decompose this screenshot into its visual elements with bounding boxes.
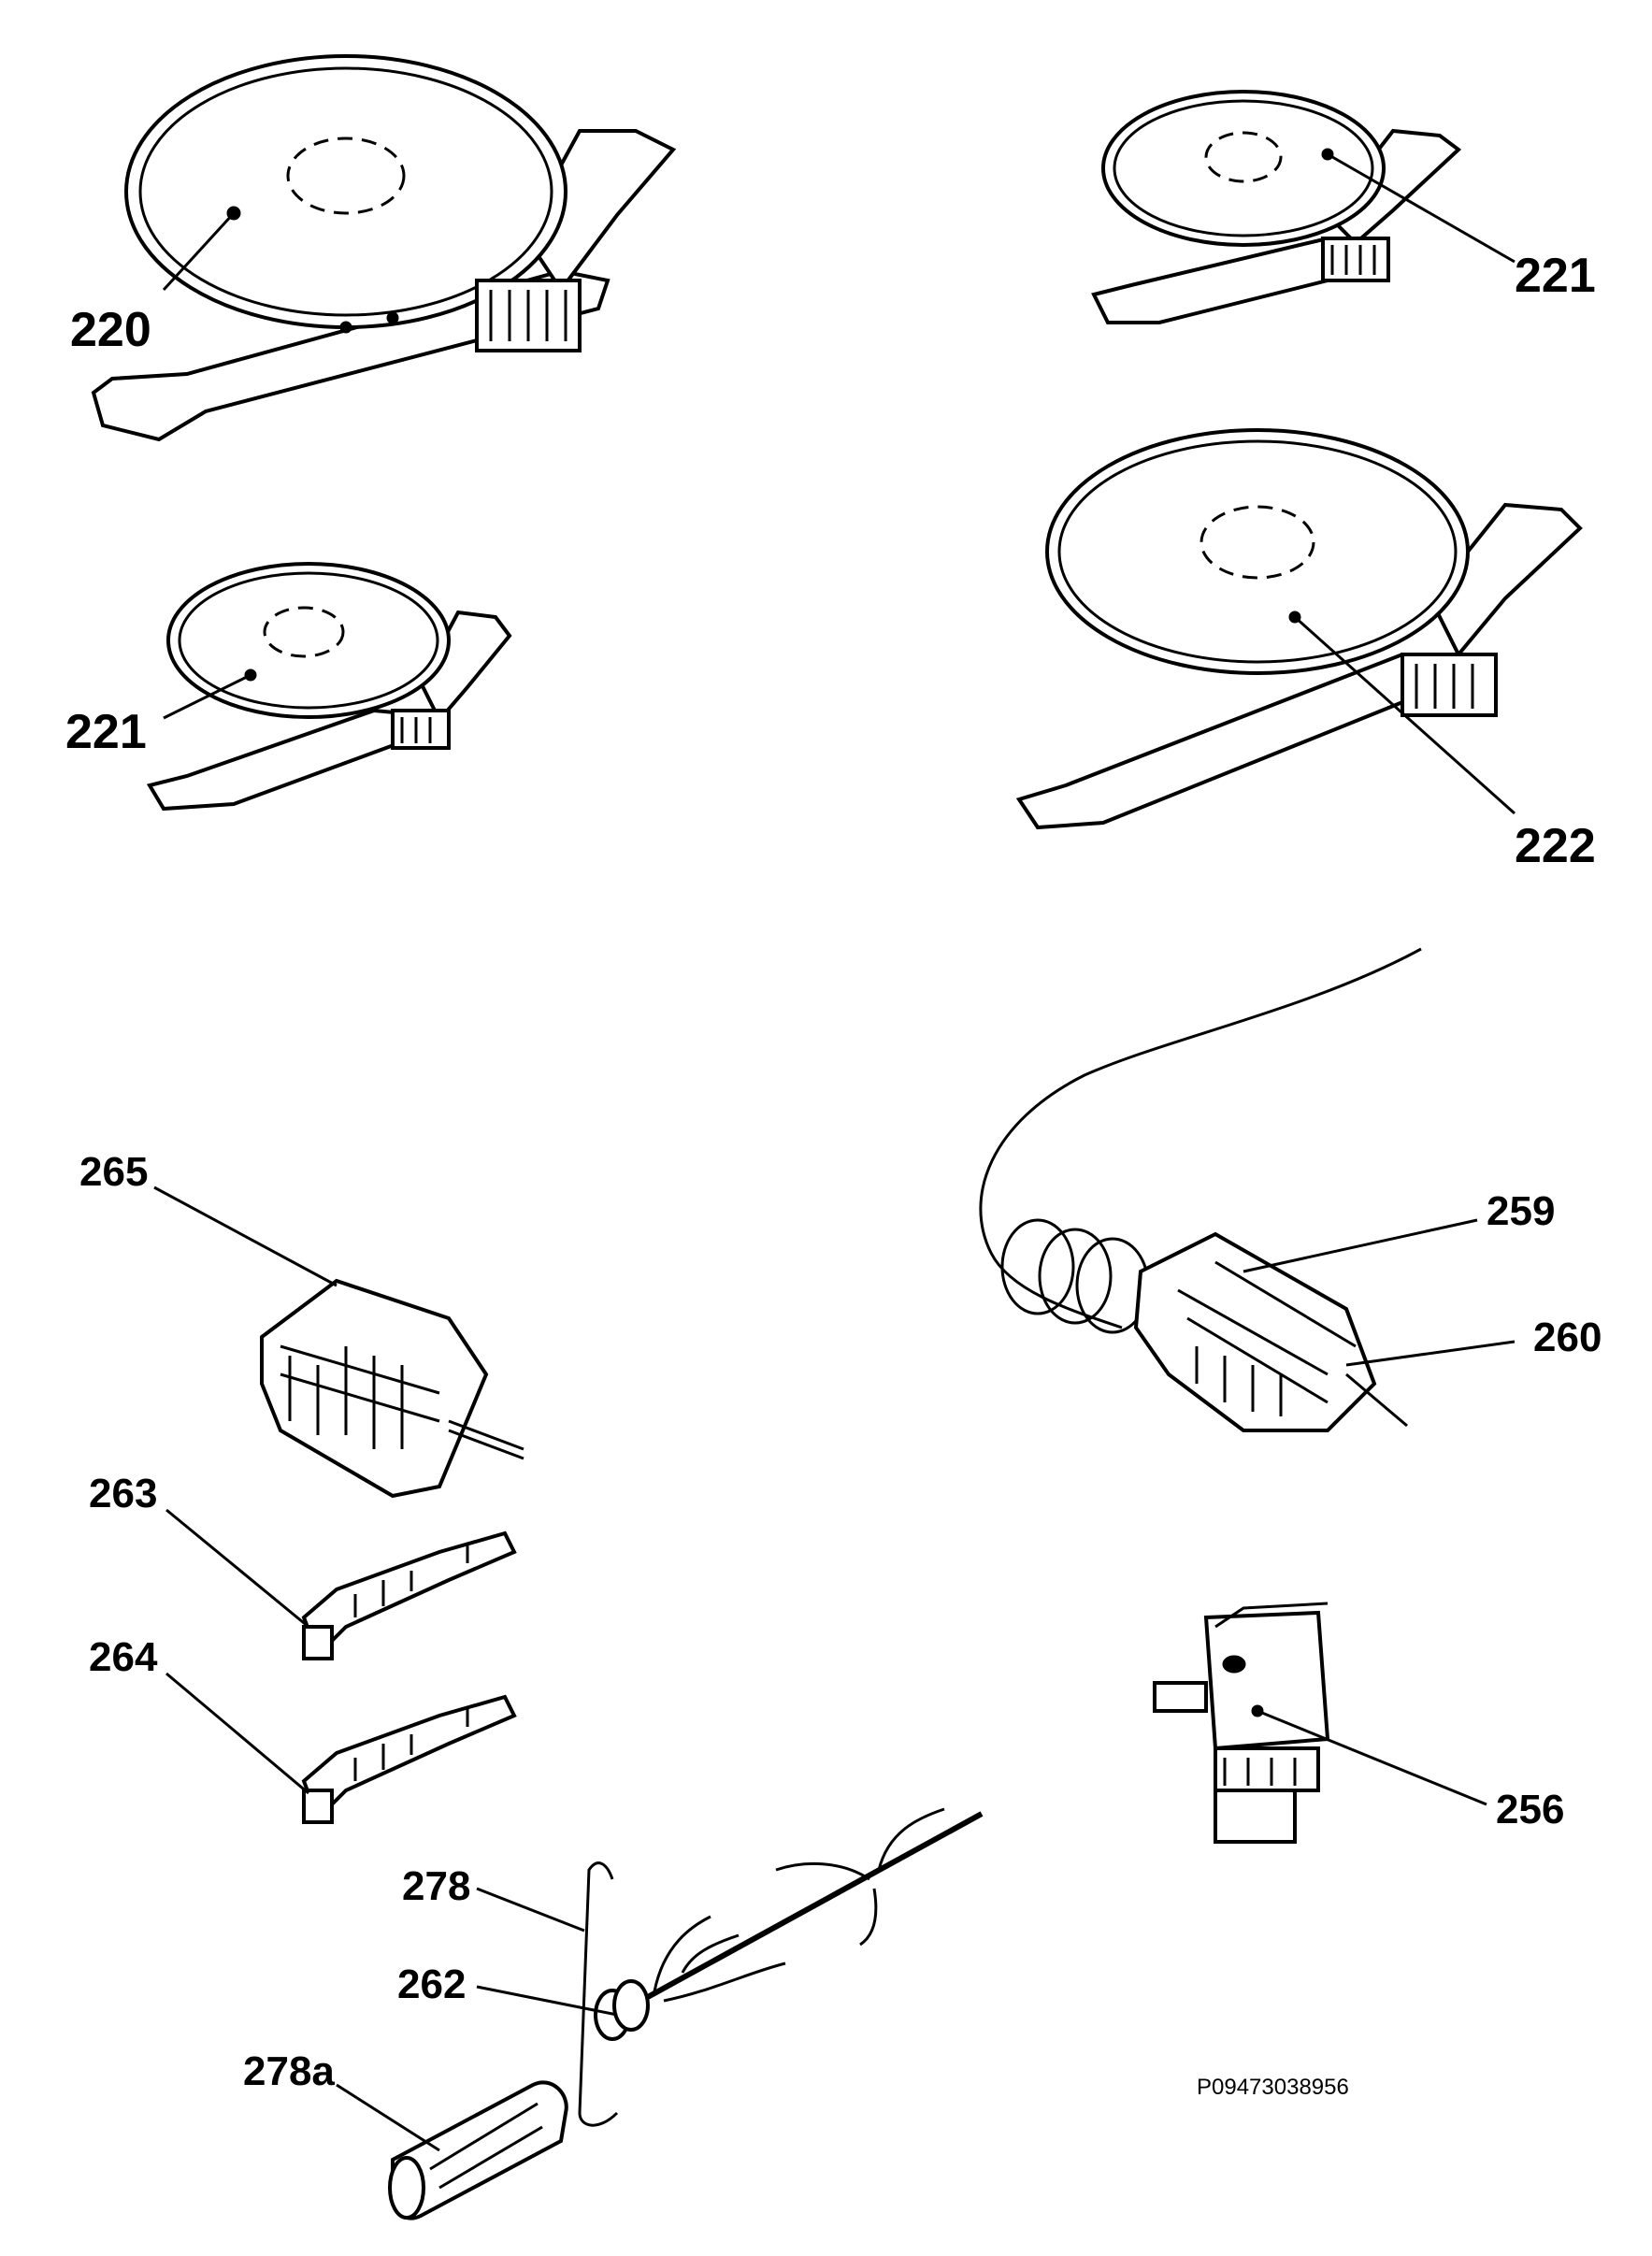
leader-221-top xyxy=(1327,152,1516,264)
leader-263 xyxy=(165,1508,309,1629)
callout-264: 264 xyxy=(89,1634,158,1680)
leader-256 xyxy=(1257,1709,1487,1806)
callout-278: 278 xyxy=(402,1863,470,1909)
callout-260: 260 xyxy=(1533,1315,1602,1360)
hotplate-222 xyxy=(1015,428,1583,830)
reference-code: P09473038956 xyxy=(1197,2075,1349,2100)
lamp-263 xyxy=(301,1530,517,1660)
leader-278a xyxy=(336,2083,440,2152)
callout-221-top: 221 xyxy=(1515,249,1596,303)
leader-220 xyxy=(162,211,236,292)
leader-222 xyxy=(1294,615,1516,815)
callout-263: 263 xyxy=(89,1471,157,1516)
rotisserie-spit xyxy=(388,1807,984,2220)
callout-259: 259 xyxy=(1487,1188,1555,1234)
hotplate-220 xyxy=(91,54,677,442)
callout-256: 256 xyxy=(1496,1787,1564,1832)
switch-265 xyxy=(260,1278,524,1499)
leader-278 xyxy=(476,1887,585,1933)
thermostat-259-260 xyxy=(979,947,1422,1432)
lamp-264 xyxy=(301,1694,517,1824)
callout-221-left: 221 xyxy=(65,705,147,759)
regulator-256 xyxy=(1153,1602,1330,1844)
leader-262 xyxy=(476,1985,618,2017)
callout-265: 265 xyxy=(79,1149,148,1195)
callout-220: 220 xyxy=(70,303,151,357)
leader-265 xyxy=(153,1185,338,1287)
callout-278a: 278a xyxy=(243,2048,335,2094)
callout-262: 262 xyxy=(397,1961,466,2007)
leader-264 xyxy=(165,1672,309,1795)
callout-222: 222 xyxy=(1515,819,1596,873)
leader-260 xyxy=(1345,1340,1516,1367)
leader-221-left xyxy=(163,673,251,720)
hotplate-221-top xyxy=(1091,90,1462,324)
hotplate-221-left xyxy=(146,562,512,812)
leader-259 xyxy=(1243,1218,1478,1273)
